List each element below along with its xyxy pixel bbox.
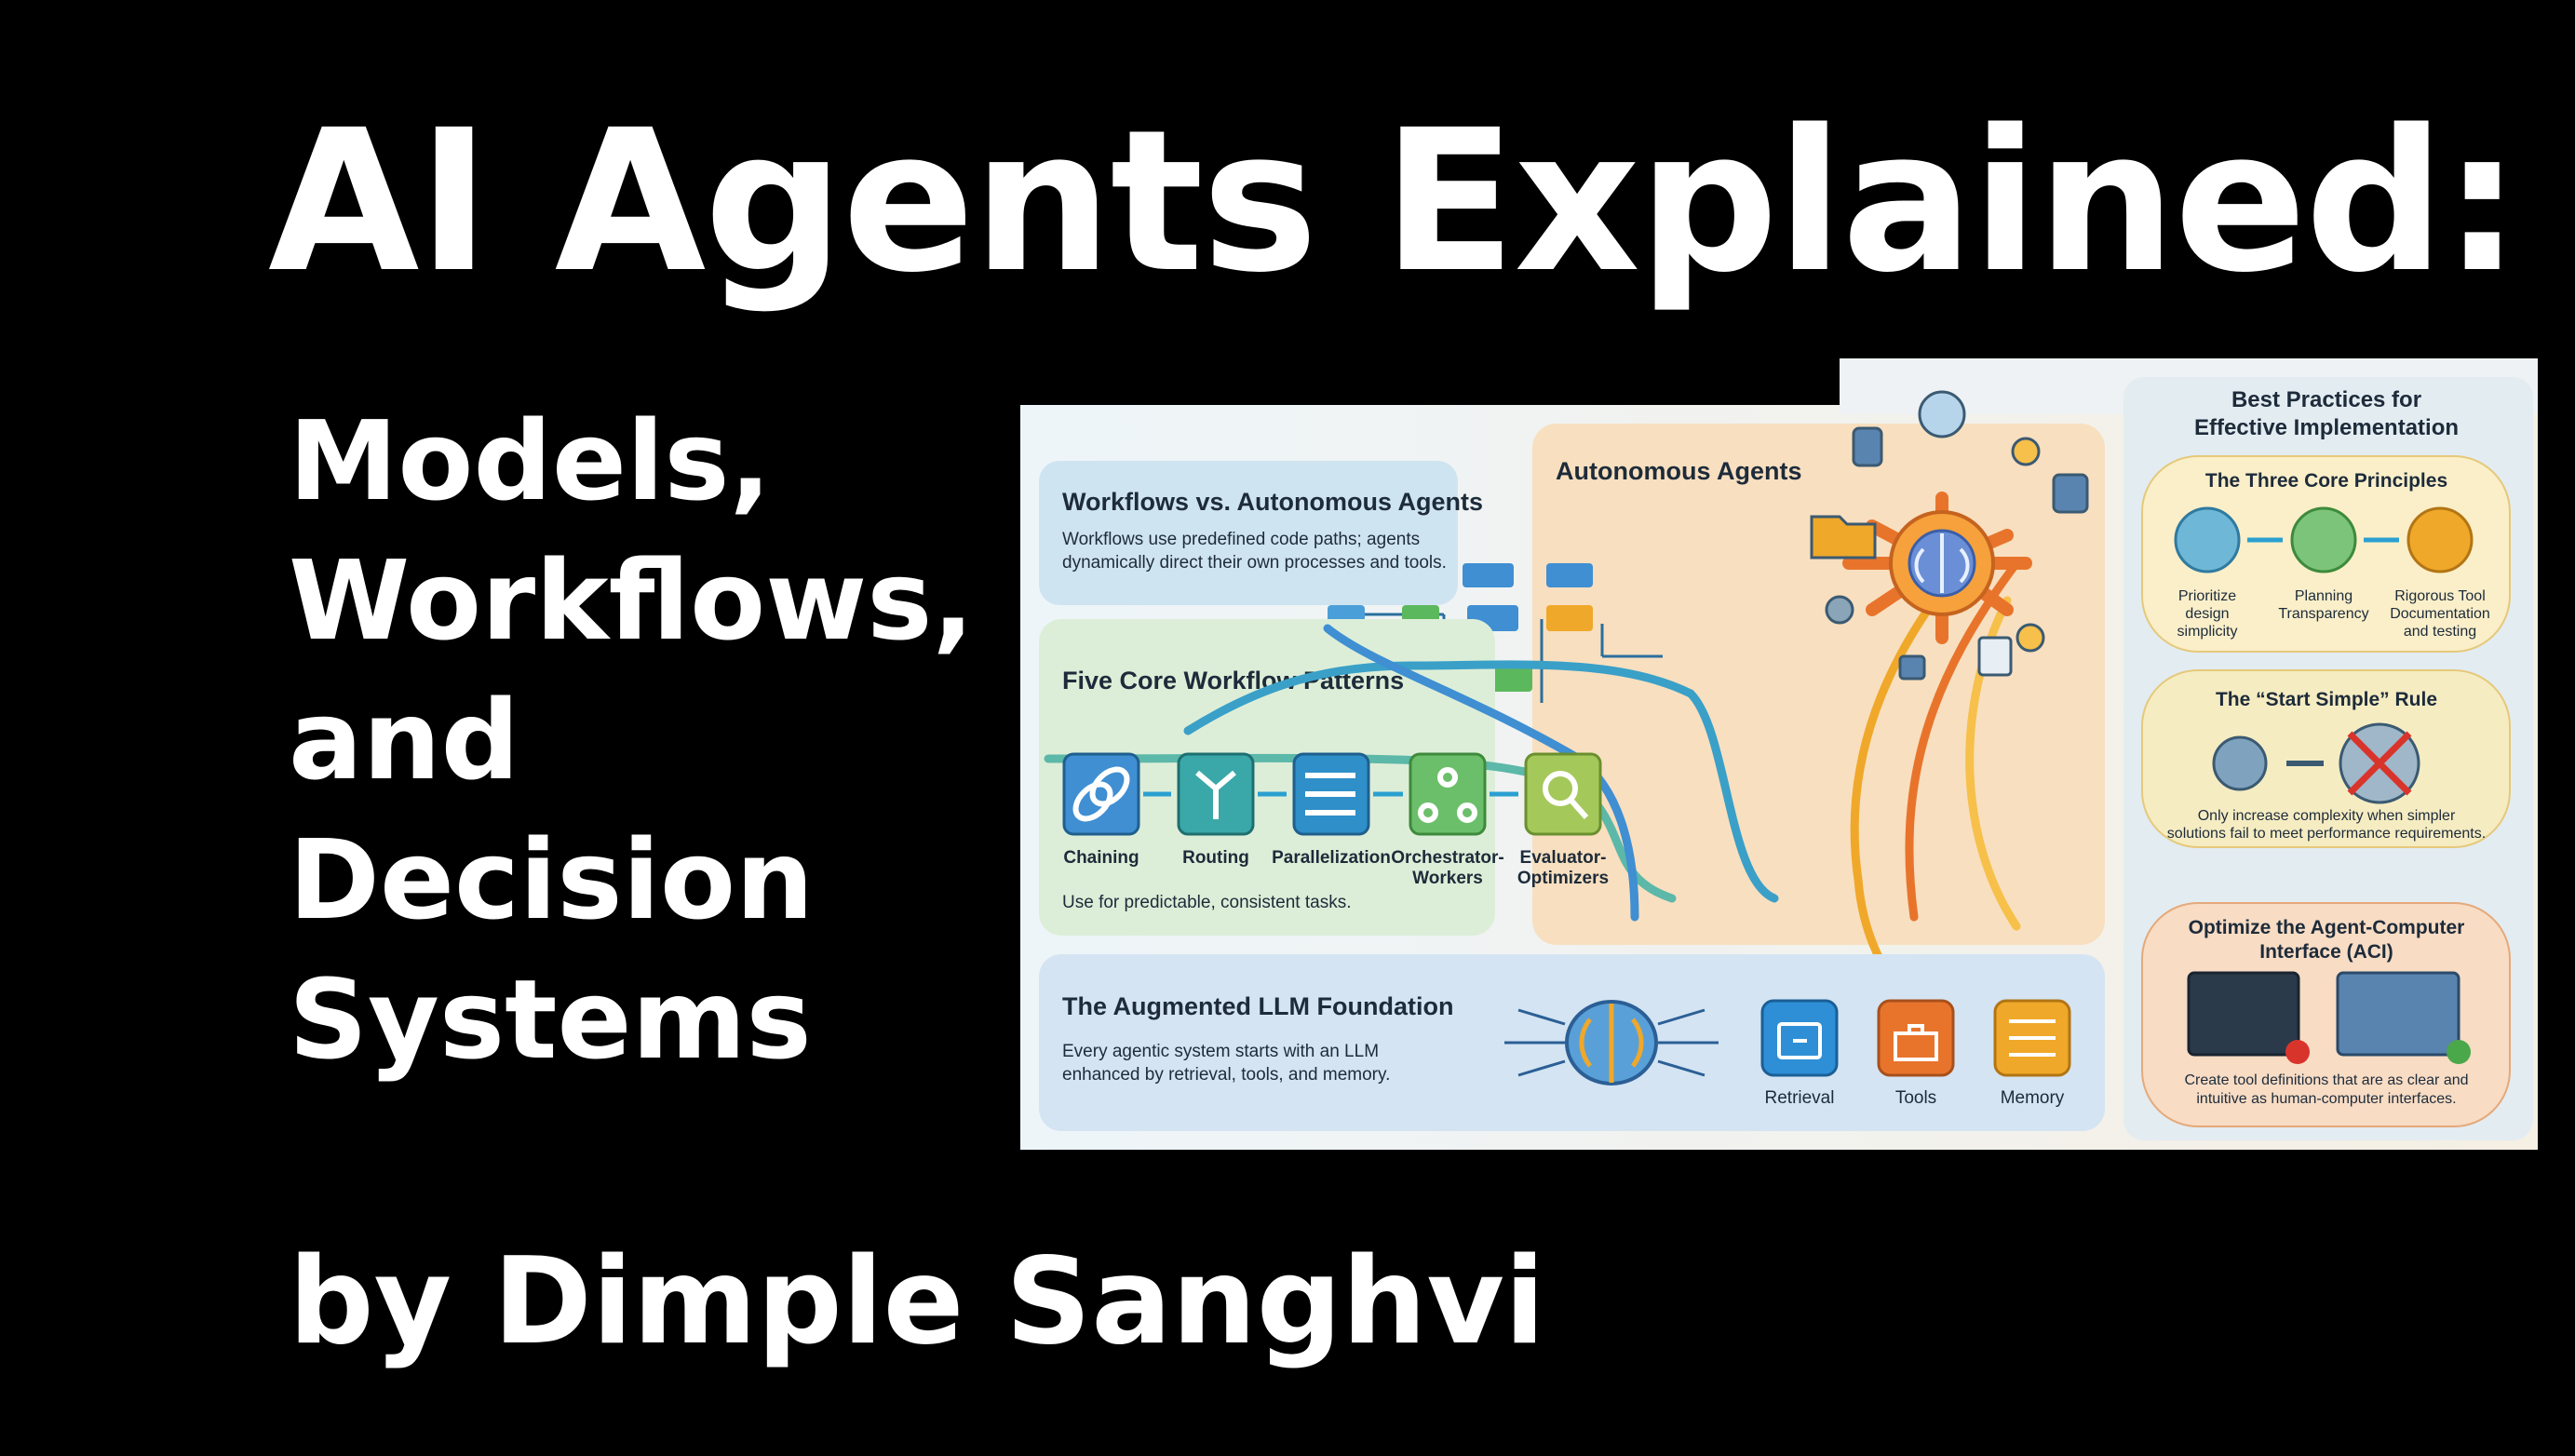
autonomous-heading: Autonomous Agents	[1556, 457, 1801, 485]
gear-simplicity-icon	[2174, 506, 2241, 573]
aci-text: Create tool definitions that are as clea…	[2184, 1072, 2468, 1088]
brain-icon	[1504, 1000, 1719, 1085]
pattern-label: Optimizers	[1517, 869, 1609, 888]
code-window-icon	[2187, 971, 2300, 1057]
file-drawer-icon	[1760, 999, 1839, 1077]
subtitle-line: Models,	[289, 397, 772, 525]
aci-text: intuitive as human-computer interfaces.	[2196, 1091, 2456, 1107]
subtitle-line: Workflows,	[289, 536, 975, 665]
subtitle: Models, Workflows, and Decision Systems	[289, 391, 996, 1089]
pattern-icons-row	[1062, 752, 1602, 836]
document-magnifier-icon	[2406, 506, 2474, 573]
infographic: Autonomous Agents Workflows vs. Autonomo…	[1020, 358, 2538, 1150]
toolbox-icon	[1877, 999, 1955, 1077]
team-hierarchy-icon	[1409, 752, 1487, 836]
pattern-label: Parallelization	[1272, 848, 1391, 868]
aci-card	[2141, 902, 2511, 1127]
start-simple-heading: The “Start Simple” Rule	[2216, 689, 2437, 710]
pattern-label: Chaining	[1063, 848, 1139, 868]
core-principles-heading: The Three Core Principles	[2205, 470, 2447, 492]
aci-heading: Optimize the Agent-Computer	[2189, 917, 2465, 938]
flowchart-node	[1546, 605, 1593, 631]
aci-icons	[2187, 971, 2471, 1064]
subtitle-line: Decision	[289, 816, 815, 944]
clipboard-check-icon	[2290, 506, 2357, 573]
patterns-panel	[1039, 619, 1495, 936]
foundation-item-label: Retrieval	[1765, 1088, 1835, 1108]
agent-satellite-icons	[1810, 390, 2089, 681]
ui-window-icon	[2336, 971, 2460, 1057]
principle-label: Rigorous Tool	[2394, 588, 2486, 604]
flowchart-node	[1546, 563, 1593, 587]
principle-label: Transparency	[2278, 606, 2368, 622]
pattern-label: Workers	[1412, 869, 1483, 888]
start-simple-card	[2141, 669, 2511, 848]
subtitle-line: and	[289, 676, 520, 804]
workflows-text: Workflows use predefined code paths; age…	[1062, 530, 1420, 549]
principle-label: Documentation	[2390, 606, 2490, 622]
pattern-label: Orchestrator-	[1391, 848, 1503, 868]
best-practices-heading: Effective Implementation	[2194, 415, 2459, 440]
chain-link-icon	[1062, 752, 1140, 836]
principle-label: Planning	[2295, 588, 2353, 604]
foundation-item-icons	[1760, 999, 2071, 1077]
workflows-panel	[1039, 461, 1458, 605]
workflows-text: dynamically direct their own processes a…	[1062, 553, 1447, 573]
page-title: AI Agents Explained:	[268, 88, 2521, 316]
best-practices-heading: Best Practices for	[2231, 387, 2421, 412]
agent-hub-icon	[1842, 492, 2032, 644]
patterns-footnote: Use for predictable, consistent tasks.	[1062, 893, 1351, 912]
core-principles-icons	[2174, 506, 2474, 573]
principle-label: simplicity	[2177, 624, 2238, 640]
flowchart-node	[1486, 666, 1532, 692]
foundation-heading: The Augmented LLM Foundation	[1062, 992, 1453, 1020]
flowchart-node	[1463, 563, 1514, 587]
start-simple-text: solutions fail to meet performance requi…	[2167, 826, 2486, 842]
principle-label: and testing	[2404, 624, 2476, 640]
principle-label: Prioritize	[2178, 588, 2236, 604]
author-credit: by Dimple Sanghvi	[289, 1233, 1545, 1371]
foundation-text: enhanced by retrieval, tools, and memory…	[1062, 1065, 1390, 1085]
start-simple-icons	[2212, 722, 2420, 804]
autonomous-panel	[1532, 424, 2105, 945]
simple-gear-icon	[2212, 735, 2268, 791]
foundation-item-label: Memory	[2001, 1088, 2065, 1108]
pattern-label: Evaluator-	[1520, 848, 1607, 868]
workflows-heading: Workflows vs. Autonomous Agents	[1062, 488, 1483, 516]
pattern-label: Routing	[1182, 848, 1249, 868]
foundation-text: Every agentic system starts with an LLM	[1062, 1042, 1379, 1061]
subtitle-line: Systems	[289, 955, 812, 1084]
foundation-item-label: Tools	[1895, 1088, 1936, 1108]
magnifier-cycle-icon	[1524, 752, 1602, 836]
aci-heading: Interface (ACI)	[2259, 941, 2393, 963]
start-simple-text: Only increase complexity when simpler	[2198, 808, 2456, 824]
principle-label: design	[2185, 606, 2229, 622]
